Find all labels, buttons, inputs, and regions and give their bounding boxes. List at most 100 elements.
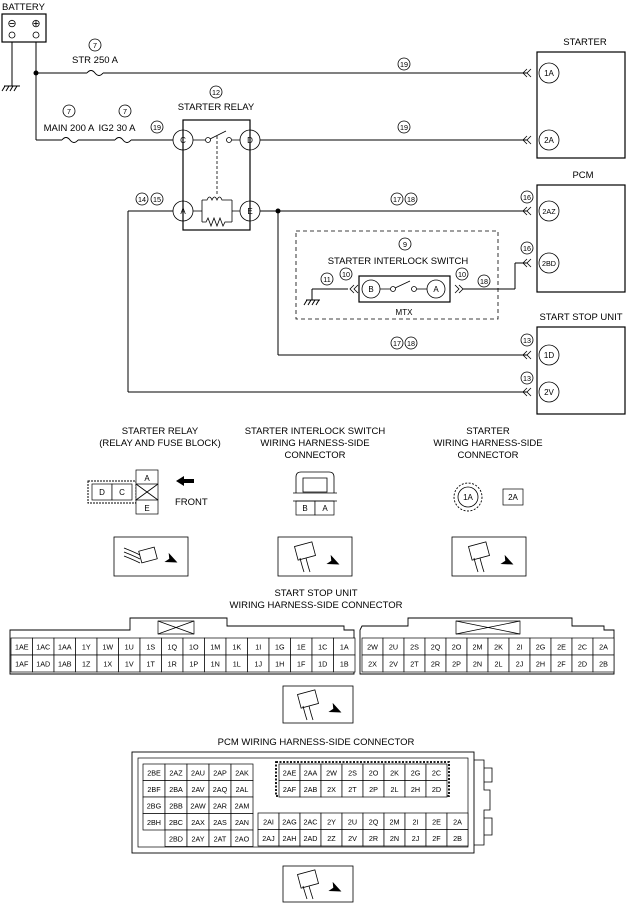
connector-pin: 2O	[452, 643, 462, 652]
svg-text:18: 18	[407, 339, 415, 348]
svg-text:E: E	[144, 504, 149, 513]
connector-pin: 1I	[255, 643, 261, 652]
connector-pin: 2AD	[304, 834, 318, 843]
harness-view-icon	[113, 536, 189, 577]
connector-pin: 2S	[348, 768, 357, 777]
connector-pin: 2I	[413, 817, 419, 826]
start-stop-unit: START STOP UNIT 1D 2V 13 13	[520, 312, 626, 415]
pcm-terminal-2bd: 2BD	[542, 259, 556, 268]
connector-pin: 2AF	[283, 785, 297, 794]
svg-text:STARTER RELAY: STARTER RELAY	[178, 102, 255, 113]
connector-pin: 2Q	[431, 643, 441, 652]
connector-pin: 2C	[578, 643, 587, 652]
connector-pin: 2F	[557, 660, 566, 669]
connector-pin: 2B	[453, 834, 462, 843]
connector-pin: 1A	[340, 643, 349, 652]
connector-pin: 2R	[431, 660, 440, 669]
ssu-terminal-2v: 2V	[544, 388, 554, 397]
connector-pin: 2AR	[213, 801, 227, 810]
connector-pin: 2U	[348, 817, 357, 826]
connector-pin: 2AW	[190, 801, 206, 810]
svg-text:16: 16	[523, 193, 531, 202]
connector-pin: 2U	[389, 643, 398, 652]
harness-view-icon	[277, 536, 353, 577]
connector-pin: 2V	[348, 834, 357, 843]
svg-text:C: C	[119, 488, 125, 497]
connector-pin: 1C	[318, 643, 327, 652]
svg-text:B: B	[302, 504, 307, 513]
connector-pin: 1S	[146, 643, 155, 652]
connector-pin: 2AK	[235, 768, 249, 777]
connector-pin: 1M	[210, 643, 220, 652]
starter-connector-view: STARTER WIRING HARNESS-SIDE CONNECTOR 1A…	[433, 426, 543, 512]
connector-pin: 2Q	[369, 817, 379, 826]
connector-pin: 2AE	[283, 768, 297, 777]
connector-pin: 2BG	[147, 801, 162, 810]
connector-pin: 2AU	[191, 768, 205, 777]
connector-pin: 2AX	[191, 818, 205, 827]
connector-pin: 2H	[536, 660, 545, 669]
svg-text:7: 7	[93, 41, 97, 50]
connector-pin: 2K	[390, 768, 399, 777]
connector-pin: 2AQ	[213, 785, 228, 794]
svg-text:STARTER INTERLOCK SWITCH: STARTER INTERLOCK SWITCH	[245, 426, 386, 437]
svg-text:7: 7	[67, 107, 71, 116]
svg-text:19: 19	[400, 123, 408, 132]
switch-connector-view: STARTER INTERLOCK SWITCH WIRING HARNESS-…	[245, 426, 386, 516]
svg-text:16: 16	[523, 244, 531, 253]
svg-text:9: 9	[403, 240, 407, 249]
str-fuse: 7 STR 250 A	[36, 38, 527, 76]
connector-pin: 2E	[432, 817, 441, 826]
connector-pin: 2BC	[169, 818, 183, 827]
relay-terminal-c: C	[180, 136, 186, 145]
svg-text:STARTER: STARTER	[466, 426, 510, 437]
connector-pin: 2AA	[304, 768, 318, 777]
connector-pin: 2AM	[235, 801, 250, 810]
connector-pin: 2F	[432, 834, 441, 843]
harness-view-icon	[451, 536, 527, 577]
svg-text:WIRING HARNESS-SIDE: WIRING HARNESS-SIDE	[433, 438, 542, 449]
svg-text:14: 14	[138, 195, 146, 204]
connector-pin: 1F	[297, 660, 306, 669]
starter: STARTER 1A 2A	[522, 37, 626, 159]
svg-text:15: 15	[153, 195, 161, 204]
connector-pin: 2D	[432, 785, 441, 794]
connector-pin: 1Q	[167, 643, 177, 652]
svg-text:18: 18	[480, 277, 488, 286]
switch-ground-icon	[303, 289, 320, 306]
connector-pin: 2I	[517, 643, 523, 652]
connector-pin: 2BA	[169, 785, 183, 794]
connector-pin: 2AC	[304, 817, 318, 826]
svg-text:11: 11	[323, 275, 330, 284]
connector-pin: 1H	[275, 660, 284, 669]
connector-pin: 1AF	[15, 660, 29, 669]
connector-pin: 2AH	[283, 834, 297, 843]
ssu-terminal-1d: 1D	[544, 351, 554, 360]
svg-text:17: 17	[393, 339, 401, 348]
connector-pin: 2X	[368, 660, 377, 669]
connector-pin: 2BF	[147, 785, 161, 794]
relay-terminal-d: D	[247, 136, 253, 145]
svg-text:CONNECTOR: CONNECTOR	[457, 450, 518, 461]
connector-pin: 2D	[578, 660, 587, 669]
pcm-terminal-2az: 2AZ	[542, 207, 556, 216]
connector-pin: 1W	[102, 643, 113, 652]
connector-pin: 2G	[411, 768, 421, 777]
svg-text:19: 19	[153, 123, 161, 132]
starter-relay: 12 STARTER RELAY C D A E	[172, 85, 261, 231]
svg-text:MTX: MTX	[396, 308, 414, 317]
svg-text:10: 10	[458, 270, 466, 279]
connector-pin: 1T	[147, 660, 156, 669]
svg-text:12: 12	[212, 88, 220, 97]
main-fuse: 7 MAIN 200 A	[36, 104, 115, 143]
connector-pin: 2O	[369, 768, 379, 777]
relay-e-wire: 17 18 17 18	[260, 192, 527, 356]
connector-pin: 2AS	[213, 818, 227, 827]
svg-text:START STOP UNIT: START STOP UNIT	[274, 588, 357, 599]
svg-text:A: A	[144, 474, 150, 483]
harness-view-icon	[282, 865, 354, 903]
connector-pin: 2H	[411, 785, 420, 794]
connector-pin: 2AL	[236, 785, 249, 794]
